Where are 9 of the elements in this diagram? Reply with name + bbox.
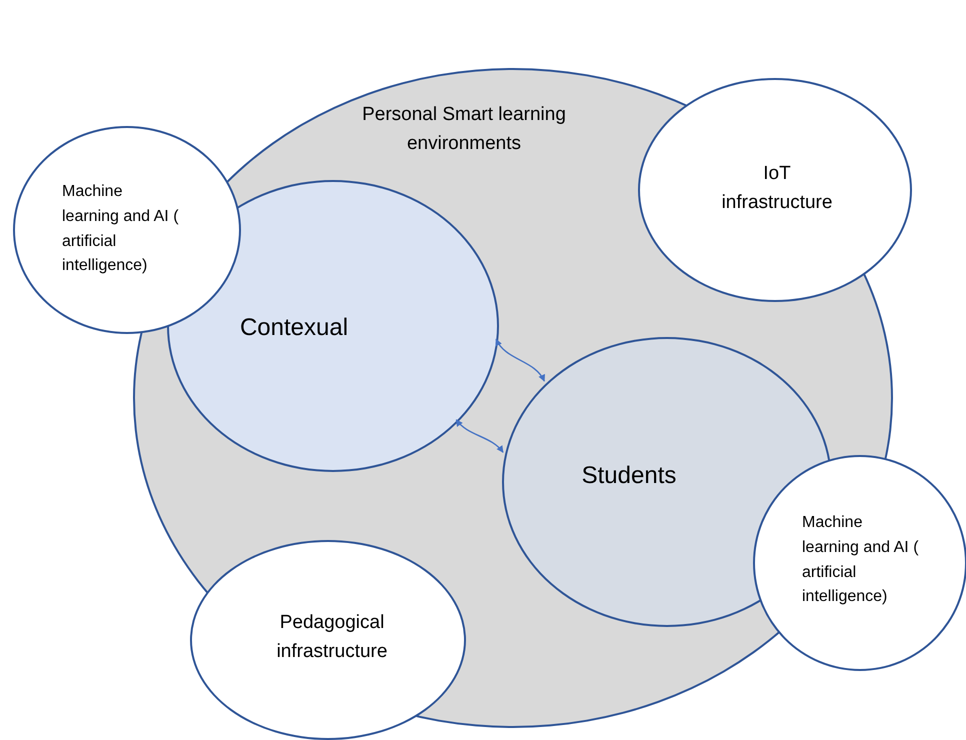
node-label: Machine learning and AI ( artificial intelligence) [62, 182, 180, 276]
node-label: Personal Smart learning environments [361, 103, 567, 156]
node-label: Machine learning and AI ( artificial intelligence) [802, 513, 920, 608]
node-label: Pedagogical infrastructure [276, 611, 388, 664]
double-arrow [456, 419, 504, 453]
node-label: IoT infrastructure [720, 162, 834, 216]
node-label: Contexual [238, 313, 350, 343]
double-arrow [495, 338, 545, 382]
node-label: Students [580, 461, 678, 491]
